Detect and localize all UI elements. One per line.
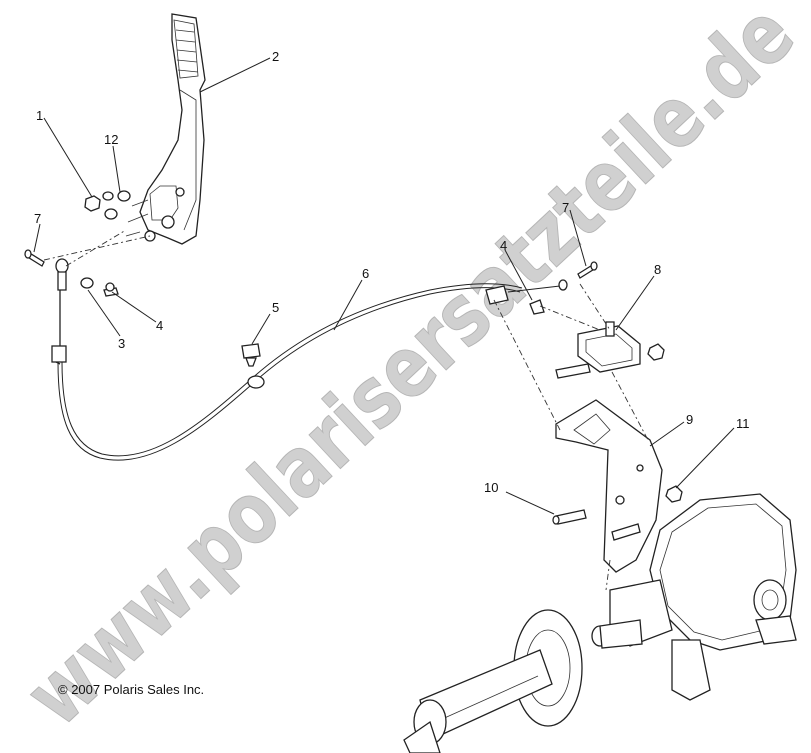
- brake-cable: [51, 279, 568, 461]
- callout-labels: 1 2 3 4 4 5 6 7 7 8 9 10 11 12: [34, 49, 750, 495]
- callout-10: 10: [484, 480, 498, 495]
- callout-12: 12: [104, 132, 118, 147]
- callout-4-left: 4: [156, 318, 163, 333]
- copyright-notice: © 2007 Polaris Sales Inc.: [58, 682, 204, 697]
- callout-5: 5: [272, 300, 279, 315]
- callout-1: 1: [36, 108, 43, 123]
- callout-9: 9: [686, 412, 693, 427]
- callout-2: 2: [272, 49, 279, 64]
- callout-11: 11: [736, 416, 750, 431]
- callout-7-right: 7: [562, 200, 569, 215]
- clevis-pin-left: [24, 249, 45, 267]
- brake-caliper: [555, 321, 665, 379]
- brake-pedal: [125, 13, 206, 245]
- cable-end-hardware: [529, 261, 598, 315]
- bolts-and-nut: [552, 485, 683, 541]
- leader-lines: [33, 57, 735, 515]
- gearcase: [591, 493, 797, 701]
- callout-3: 3: [118, 336, 125, 351]
- cable-clevis: [55, 258, 119, 297]
- callout-7-left: 7: [34, 211, 41, 226]
- callout-4-right: 4: [500, 238, 507, 253]
- alignment-lines: [43, 229, 649, 591]
- callout-6: 6: [362, 266, 369, 281]
- callout-8: 8: [654, 262, 661, 277]
- brake-disc: [403, 609, 583, 753]
- mounting-bracket: [555, 399, 663, 573]
- cable-clip: [241, 343, 261, 367]
- nut-and-washers: [84, 190, 131, 220]
